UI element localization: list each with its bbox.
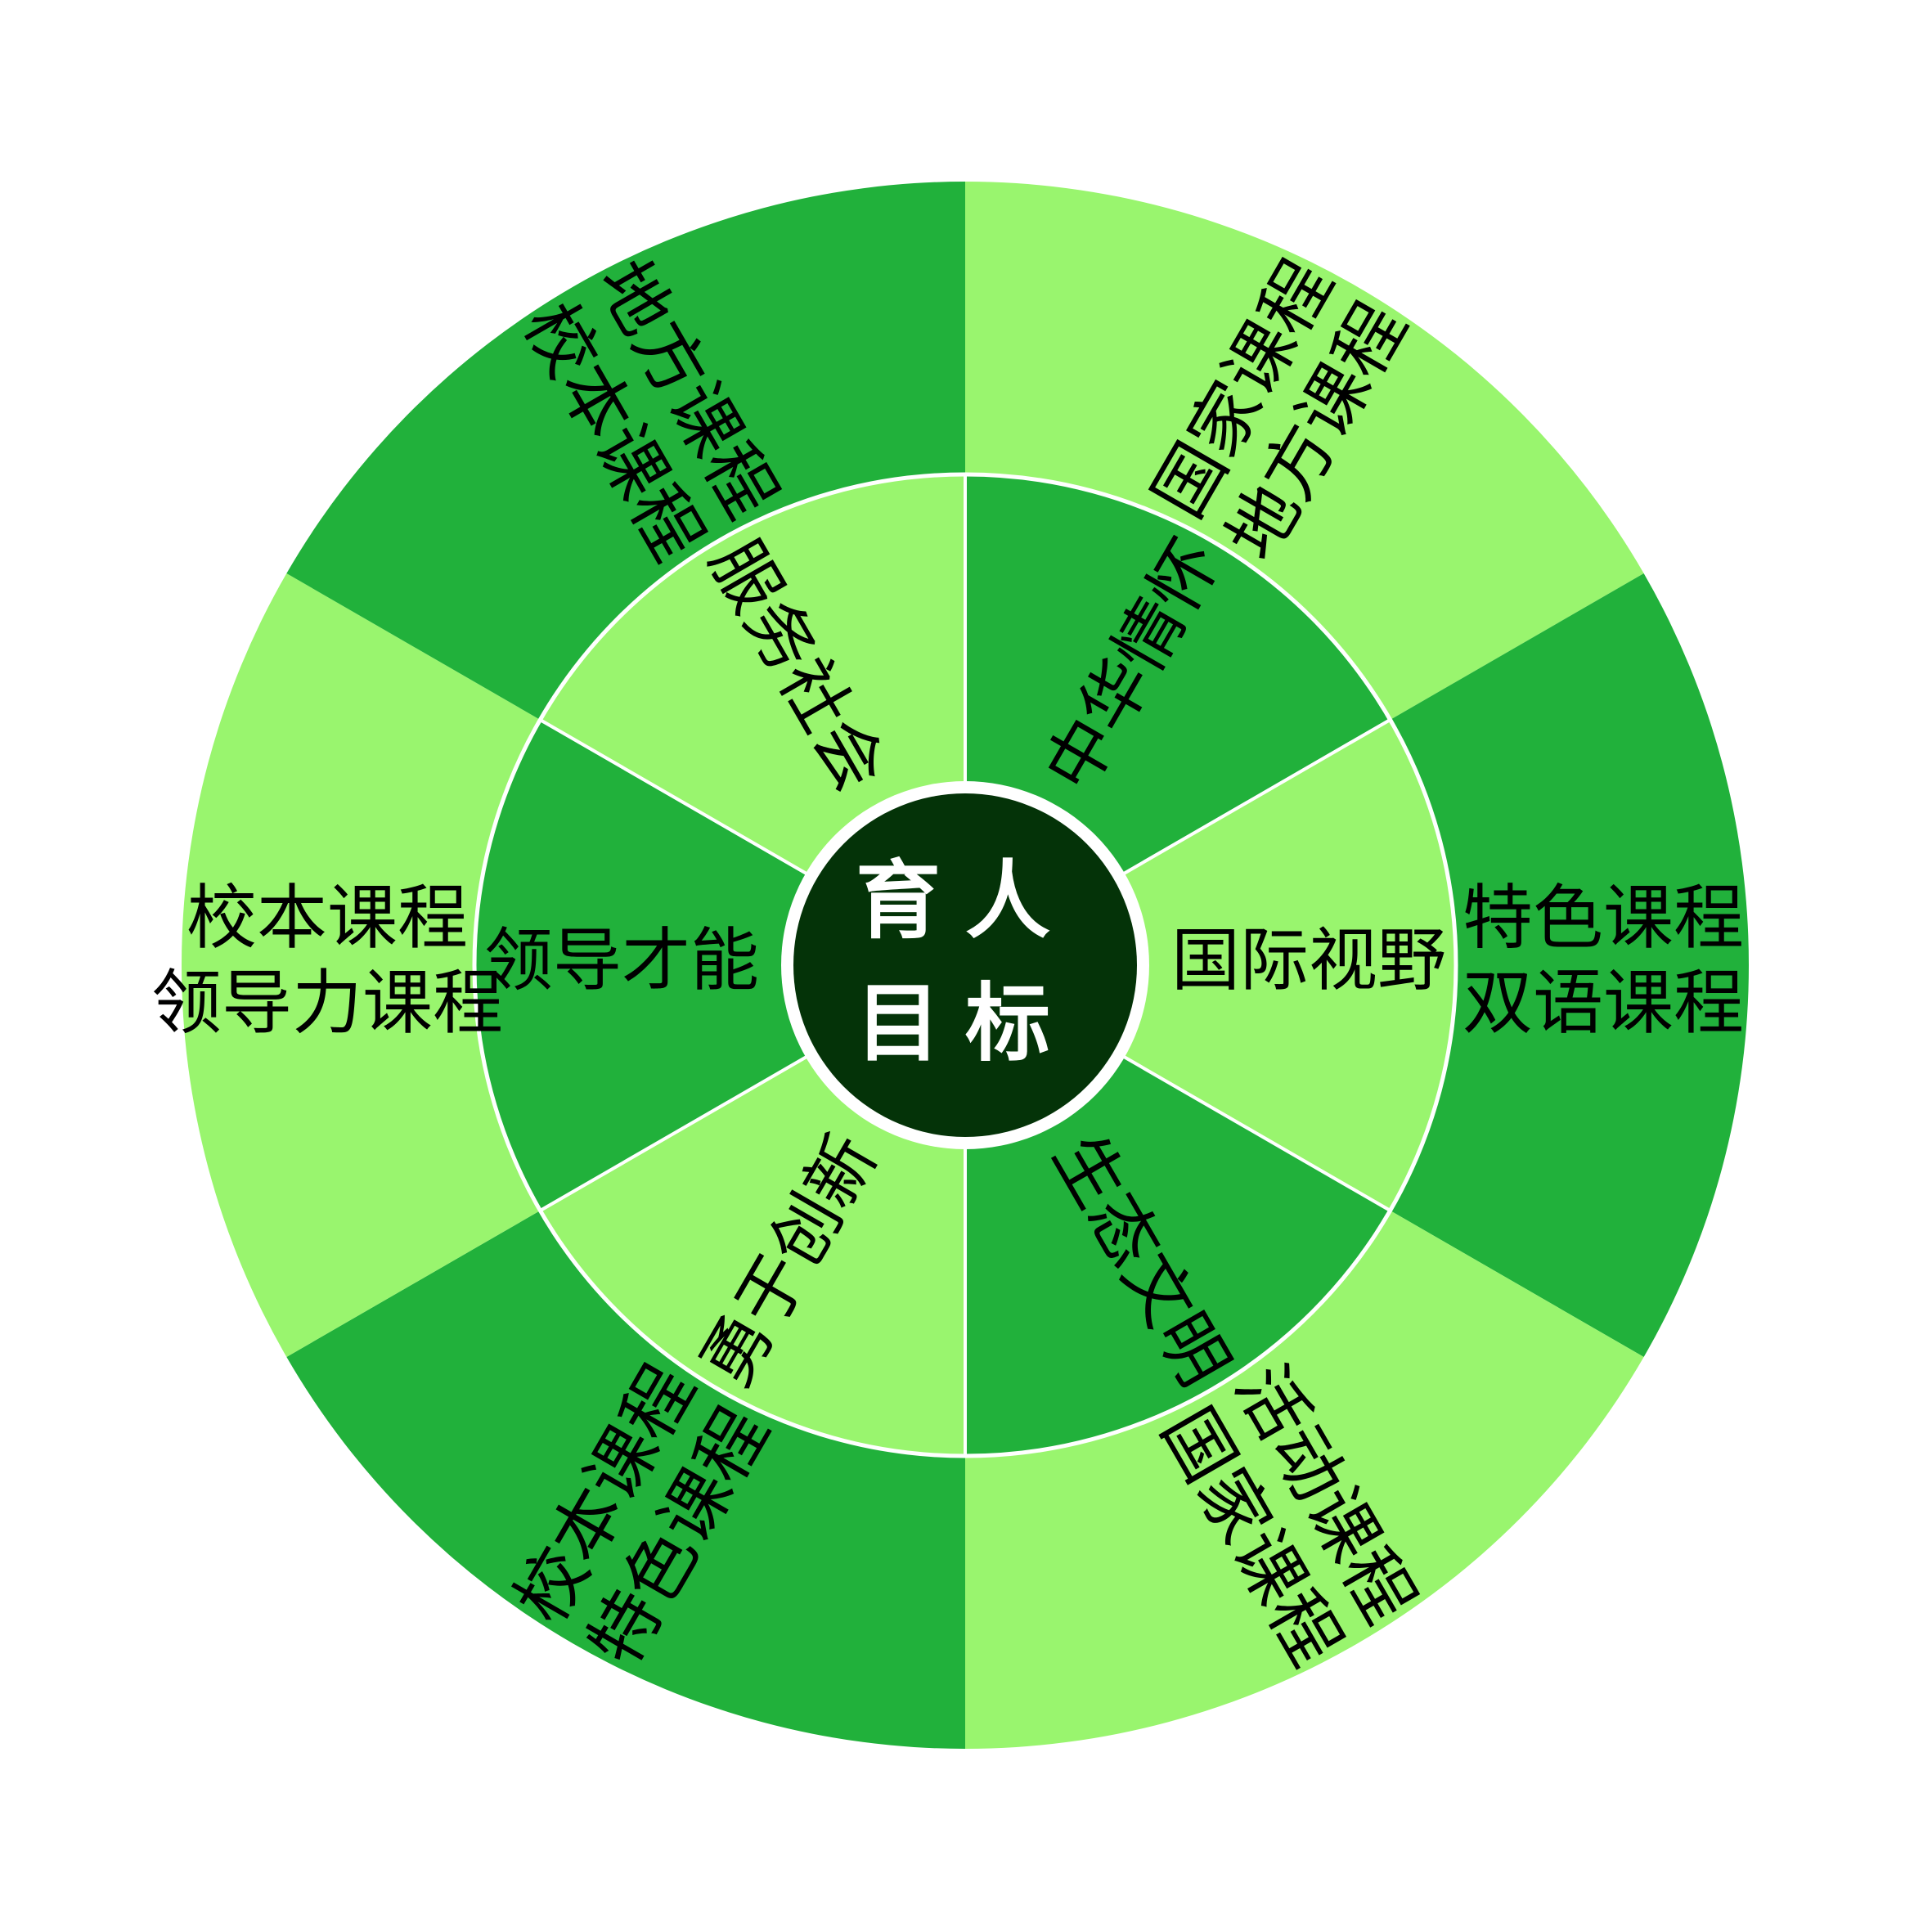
outer-label-line2: 双语课程 xyxy=(1462,962,1744,1044)
outer-segment-activity-national xyxy=(965,1211,1644,1749)
outer-label-line2: 领导力课程 xyxy=(151,962,503,1044)
inner-label-leadership: 领导才能 xyxy=(484,920,759,1000)
center-hub: 育人 目标 xyxy=(781,781,1149,1149)
inner-label-global-vision: 国际视野 xyxy=(1171,920,1446,1000)
outer-segment-national-local xyxy=(965,182,1644,720)
outer-segment-local-school xyxy=(286,182,965,720)
outer-segment-school-featured xyxy=(286,1211,965,1749)
outer-label-featured-bilingual: 特色课程 双语课程 xyxy=(1462,877,1744,1044)
outer-ring xyxy=(181,182,1749,1749)
center-circle xyxy=(793,793,1137,1137)
center-title-line1: 育人 xyxy=(856,850,1075,950)
outer-segment-school-leadership xyxy=(181,573,541,1357)
outer-label-line1: 校本课程 xyxy=(186,877,468,959)
outer-label-school-leadership: 校本课程 领导力课程 xyxy=(151,877,503,1044)
center-title-line2: 目标 xyxy=(856,973,1075,1073)
inner-ring-border xyxy=(472,472,1458,1458)
outer-segment-featured-bilingual xyxy=(1390,573,1749,1357)
outer-label-line1: 特色课程 xyxy=(1462,877,1744,959)
